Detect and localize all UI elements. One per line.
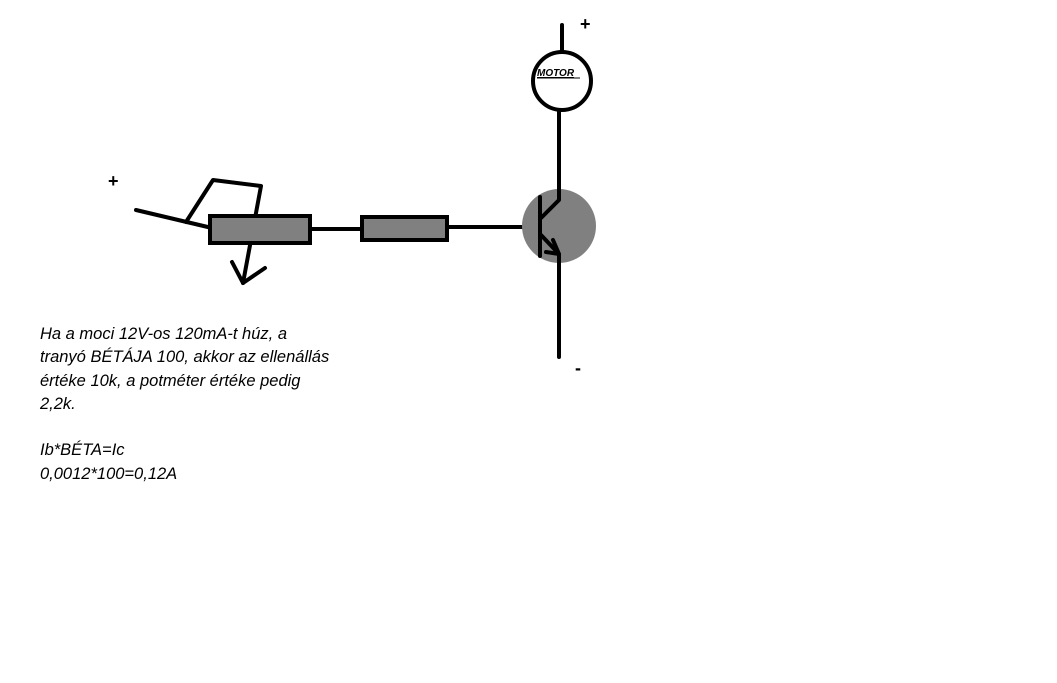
input-wire — [134, 208, 214, 230]
calculation-line: 0,0012*100=0,12A — [40, 464, 178, 483]
emitter-arrow — [544, 238, 561, 256]
note-line: 2,2k. — [40, 394, 76, 413]
note-line: tranyó BÉTÁJA 100, akkor az ellenállás — [40, 348, 330, 367]
motor-circle — [531, 50, 593, 112]
resistor — [360, 215, 449, 242]
formula-line: Ib*BÉTA=Ic — [40, 441, 125, 460]
potentiometer — [208, 214, 312, 245]
note-line: Ha a moci 12V-os 120mA-t húz, a — [40, 325, 288, 343]
explanation-text: Ha a moci 12V-os 120mA-t húz, a tranyó B… — [40, 323, 400, 486]
minus-sign: - — [575, 358, 581, 378]
left-plus-sign: + — [108, 171, 119, 191]
note-line: értéke 10k, a potméter értéke pedig — [40, 371, 301, 390]
blank-line — [40, 416, 400, 439]
wiper-arrowhead — [230, 260, 267, 285]
motor-label: MOTOR — [537, 68, 575, 79]
top-plus-sign: + — [580, 14, 591, 34]
collector-wire — [539, 108, 561, 220]
